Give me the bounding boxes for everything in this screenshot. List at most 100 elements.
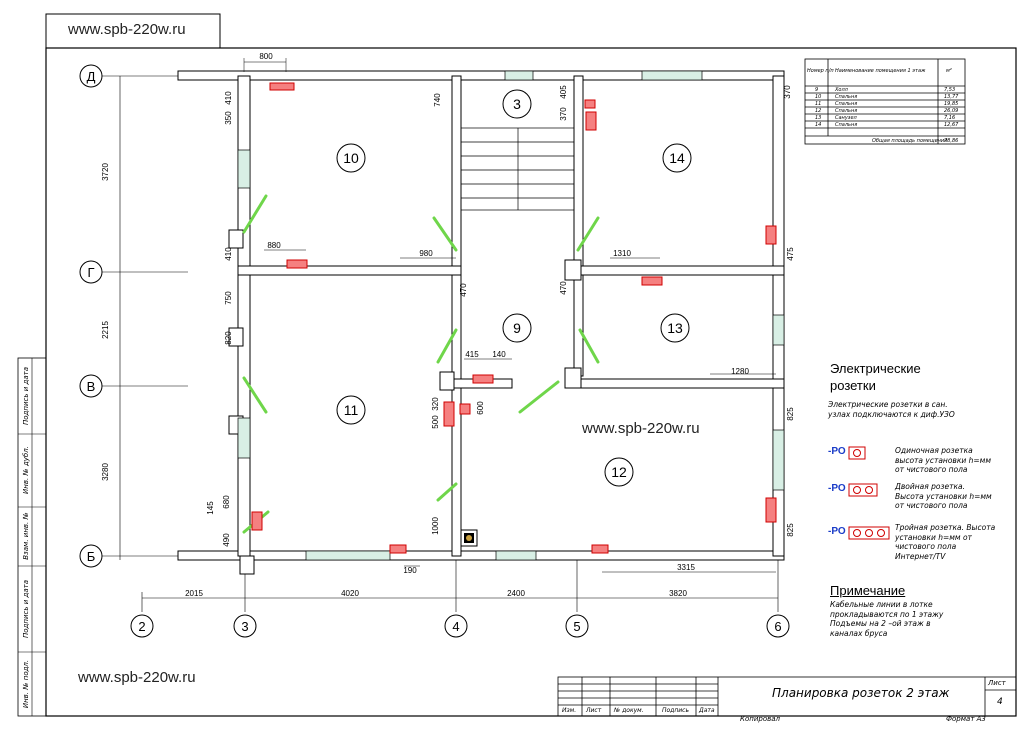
- axis-dim-col: 3820: [669, 589, 687, 598]
- side-stamp-label: Инв. № дубл.: [22, 446, 30, 494]
- dim-label: 370: [559, 107, 568, 121]
- legend-code: -РО: [828, 483, 846, 494]
- dim-label: 880: [267, 241, 281, 250]
- dim-label: 470: [559, 281, 568, 295]
- table-total-label: Общая площадь помещений: [872, 138, 948, 144]
- table-cell: 13,77: [944, 94, 959, 100]
- dim-label: 820: [224, 331, 233, 345]
- room-number: 3: [513, 96, 521, 112]
- dim-label: 470: [459, 283, 468, 297]
- dim-label: 410: [224, 247, 233, 261]
- windows: [237, 70, 785, 561]
- dim-label: 3315: [677, 563, 695, 572]
- table-cell: 7,16: [944, 115, 955, 121]
- sheet-frame: [17, 13, 1017, 717]
- dim-label: 825: [786, 407, 795, 421]
- drawing-title: Планировка розеток 2 этаж: [772, 686, 950, 700]
- axis-col-label: 3: [241, 619, 248, 634]
- side-stamp-label: Подпись и дата: [22, 580, 30, 638]
- axis-dim-col: 2015: [185, 589, 203, 598]
- electrical-panel: [460, 529, 478, 547]
- dim-label: 680: [222, 495, 231, 509]
- room-number: 13: [667, 320, 683, 336]
- room-number: 10: [343, 150, 359, 166]
- room-bubbles: [336, 89, 692, 487]
- axis-dim-row: 3280: [101, 463, 110, 481]
- dim-label: 410: [224, 91, 233, 105]
- table-cell: Спальня: [835, 122, 857, 128]
- axis-bubble-texts: Д Г В Б 2 3 4 5 6: [87, 69, 782, 634]
- dim-label: 190: [403, 566, 417, 575]
- notes-title: Примечание: [830, 583, 906, 598]
- legend-line: Одиночная розетка: [895, 446, 973, 455]
- axis-row-label: Б: [87, 549, 96, 564]
- axis-bubble-col-4: [444, 614, 468, 638]
- dim-label: 475: [786, 247, 795, 261]
- single-socket-icon: [848, 446, 866, 460]
- dim-label: 750: [224, 291, 233, 305]
- legend-note: Электрические розетки в сан. узлах подкл…: [828, 400, 955, 420]
- table-cell: Спальня: [835, 101, 857, 107]
- copied-label: Копировал: [740, 715, 780, 723]
- sockets: [251, 82, 777, 554]
- axis-dim-row: 3720: [101, 163, 110, 181]
- axis-bubble-row-b: [79, 544, 103, 568]
- legend-title-line: Электрические: [830, 361, 921, 376]
- side-stamp-label: Взам. инв. №: [22, 512, 30, 560]
- legend-line: установки h=мм от: [895, 532, 972, 542]
- legend-item-single: Одиночная розетка высота установки h=мм …: [895, 446, 991, 475]
- table-cell: Холл: [834, 87, 849, 93]
- watermark-top[interactable]: www.spb-220w.ru: [68, 21, 186, 38]
- legend-note-line: узлах подключаются к диф.УЗО: [828, 410, 955, 419]
- table-cell: 11: [815, 101, 821, 107]
- dim-label: 145: [206, 501, 215, 515]
- legend-line: высота установки h=мм: [895, 455, 991, 465]
- dim-label: 1000: [431, 517, 440, 535]
- room-number: 11: [344, 402, 359, 418]
- legend-code: -РО: [828, 446, 846, 457]
- axis-row-label: Г: [87, 265, 94, 280]
- axis-bubble-row-v: [79, 374, 103, 398]
- table-cell: 26,09: [944, 108, 958, 114]
- format-label: Формат А3: [946, 715, 986, 723]
- table-total-value: 78,86: [944, 138, 958, 144]
- axis-col-label: 6: [774, 619, 781, 634]
- title-col: Лист: [585, 707, 602, 714]
- legend-note-line: Электрические розетки в сан.: [828, 400, 948, 409]
- dim-label: 825: [786, 523, 795, 537]
- legend-item-double: Двойная розетка. Высота установки h=мм о…: [895, 482, 992, 511]
- axis-bubble-col-2: [130, 614, 154, 638]
- axis-bubble-col-3: [233, 614, 257, 638]
- table-cell: Спальня: [835, 94, 857, 100]
- title-col: Дата: [698, 707, 715, 714]
- watermark-bottom[interactable]: www.spb-220w.ru: [78, 669, 196, 686]
- notes-line: Кабельные линии в лотке: [830, 600, 933, 609]
- title-col: Изм.: [562, 707, 576, 714]
- dim-label: 350: [224, 111, 233, 125]
- axis-bubble-col-6: [766, 614, 790, 638]
- table-cell: 14: [815, 122, 821, 128]
- sheet-number: 4: [997, 697, 1003, 707]
- table-cell: 19,85: [944, 101, 958, 107]
- legend-symbols: [848, 446, 890, 540]
- double-socket-icon: [848, 483, 878, 497]
- notes-line: Подъемы на 2 –ой этаж в: [830, 619, 931, 628]
- room-number: 12: [611, 464, 627, 480]
- dimension-labels: 800 410 350 740 405 370 370 880 980 1310…: [206, 52, 795, 575]
- notes-line: прокладываются по 1 этажу: [830, 609, 944, 619]
- table-header: Наименование помещения 1 этаж: [835, 68, 926, 74]
- dim-label: 1310: [613, 249, 631, 258]
- doors: [242, 194, 600, 534]
- side-stamp-label: Инв. № подл.: [22, 660, 30, 708]
- dim-label: 1280: [731, 367, 749, 376]
- axis-row-label: Д: [87, 69, 96, 84]
- axis-bubbles: [79, 64, 790, 638]
- watermark-center[interactable]: www.spb-220w.ru: [582, 420, 700, 437]
- stair: [460, 127, 575, 211]
- table-cell: Санузел: [835, 115, 858, 121]
- dim-label: 320: [431, 397, 440, 411]
- table-header: Номер п/п: [807, 68, 834, 74]
- axis-col-label: 4: [452, 619, 459, 634]
- dim-label: 740: [433, 93, 442, 107]
